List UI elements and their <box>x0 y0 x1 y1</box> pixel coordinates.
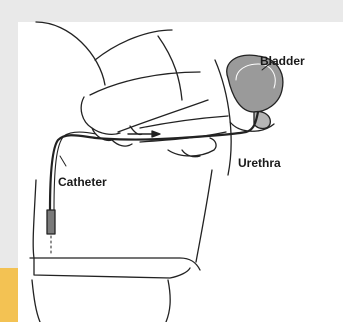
penis-shaft-top <box>140 116 228 128</box>
leg-left <box>33 180 36 258</box>
torso-outline <box>95 30 172 60</box>
catheter-tube <box>50 135 180 210</box>
bowl-outline <box>32 280 40 322</box>
insertion-arrowhead <box>152 131 160 137</box>
lower-hand <box>168 138 216 156</box>
seat-body <box>34 258 190 278</box>
seat-top <box>30 258 200 270</box>
catheter-label: Catheter <box>58 175 107 189</box>
abdomen-outline <box>158 36 182 100</box>
urethra-label: Urethra <box>238 156 281 170</box>
bowl-outline-right <box>166 280 170 322</box>
catheter-tip <box>47 210 55 234</box>
hand-outline <box>81 97 120 134</box>
catheter-tube-2 <box>54 132 96 210</box>
bladder-label: Bladder <box>260 54 305 68</box>
thigh-outline <box>36 22 105 85</box>
catheter-leader <box>60 156 66 166</box>
leg-right <box>196 170 212 262</box>
urethra-path <box>180 112 258 138</box>
finger-2 <box>112 140 132 146</box>
forearm-top <box>90 72 200 95</box>
